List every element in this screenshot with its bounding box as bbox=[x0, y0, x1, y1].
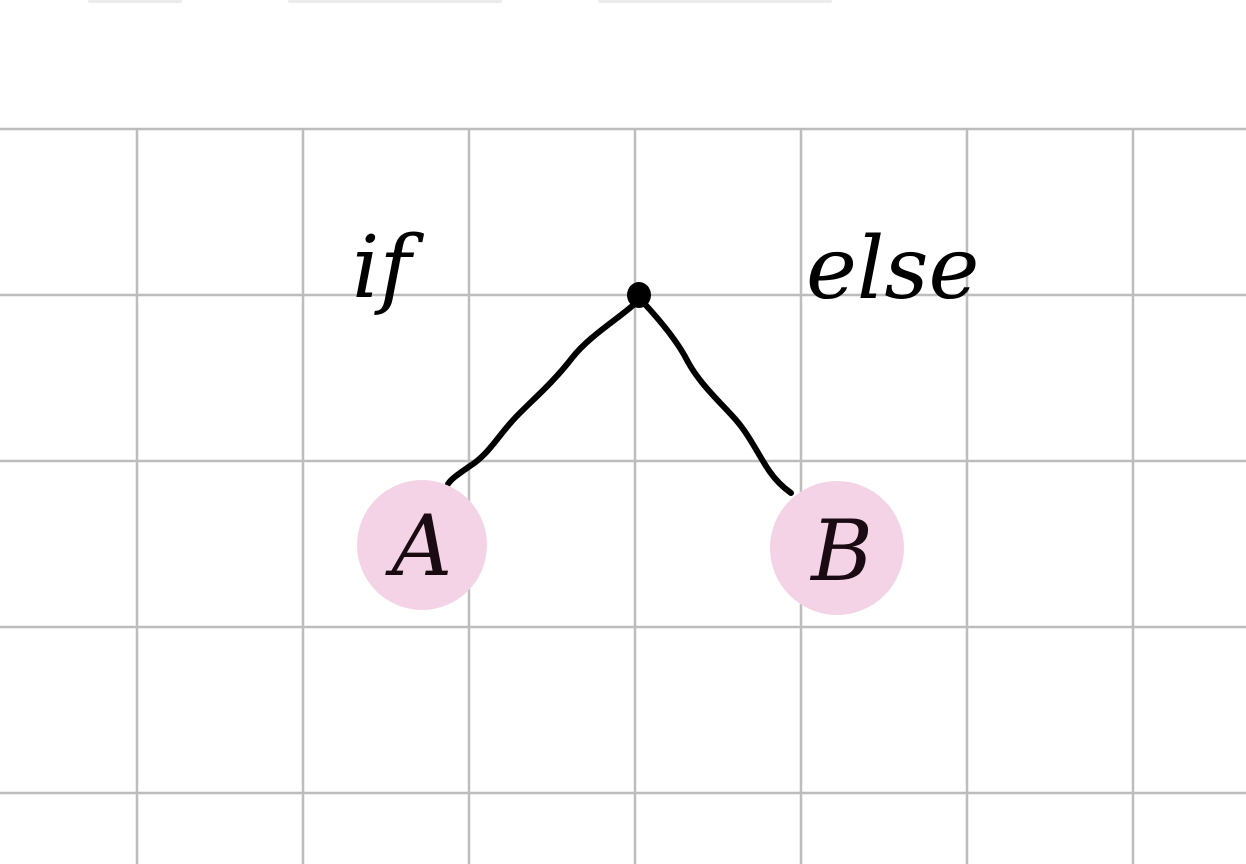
if-branch-line bbox=[445, 297, 642, 487]
else-branch-line bbox=[638, 297, 794, 496]
node-b-label: B bbox=[809, 502, 873, 600]
if-condition-label: if bbox=[352, 218, 425, 318]
node-a-circle bbox=[357, 480, 487, 610]
node-b-circle bbox=[770, 481, 904, 615]
node-a-label: A bbox=[385, 497, 453, 595]
else-condition-label: else bbox=[806, 219, 979, 319]
grid-background bbox=[0, 127, 1246, 864]
node-b: B bbox=[770, 481, 904, 615]
root-node-dot bbox=[627, 282, 651, 308]
node-a: A bbox=[357, 480, 487, 610]
